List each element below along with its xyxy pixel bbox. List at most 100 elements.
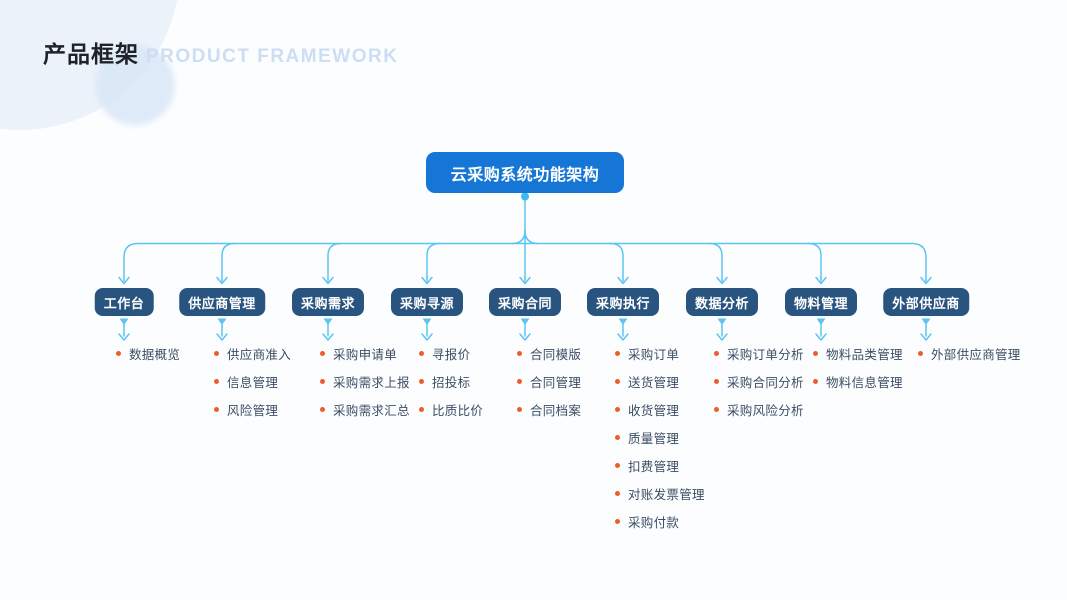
arrow-tail-icon [323, 318, 333, 325]
leaf-item: 风险管理 [214, 395, 291, 423]
arrowhead-icon [920, 276, 932, 285]
leaf-label: 采购合同分析 [727, 375, 804, 390]
leaf-item: 数据概览 [116, 339, 180, 367]
leaf-item: 寻报价 [419, 339, 483, 367]
branch-node-0: 工作台 [94, 288, 154, 316]
leaf-item: 供应商准入 [214, 339, 291, 367]
bullet-icon [320, 406, 325, 412]
leaf-item: 合同档案 [517, 395, 581, 423]
bullet-icon [813, 350, 818, 356]
leaf-item: 采购付款 [615, 507, 705, 535]
arrowhead-icon [519, 333, 531, 341]
leaf-label: 外部供应商管理 [931, 347, 1021, 362]
leaf-list-8: 外部供应商管理 [918, 339, 1021, 367]
arrowhead-icon [519, 276, 531, 285]
leaf-list-4: 合同模版合同管理合同档案 [517, 339, 581, 423]
root-anchor-dot-icon [521, 192, 529, 201]
branch-drop-line [426, 242, 441, 282]
leaf-item: 采购风险分析 [714, 395, 804, 423]
leaf-list-6: 采购订单分析采购合同分析采购风险分析 [714, 339, 804, 423]
arrow-tail-icon [921, 318, 931, 325]
root-fillet-right [524, 229, 539, 245]
arrow-tail-icon [816, 318, 826, 325]
leaf-item: 招投标 [419, 367, 483, 395]
bullet-icon [214, 406, 219, 412]
branch-node-3: 采购寻源 [390, 288, 464, 316]
arrow-tail-icon [717, 318, 727, 325]
branch-node-1: 供应商管理 [179, 288, 265, 316]
leaf-label: 采购需求上报 [333, 375, 410, 390]
leaf-list-1: 供应商准入信息管理风险管理 [214, 339, 291, 423]
leaf-item: 采购合同分析 [714, 367, 804, 395]
leaf-list-7: 物料品类管理物料信息管理 [813, 339, 903, 395]
branch-node-8: 外部供应商 [883, 288, 969, 316]
arrowhead-icon [815, 333, 827, 341]
leaf-label: 寻报价 [432, 347, 471, 362]
branch-node-5: 采购执行 [586, 288, 660, 316]
slide-header: 产品框架 PRODUCT FRAMEWORK [43, 35, 398, 69]
arrowhead-icon [216, 333, 228, 341]
bullet-icon [714, 350, 719, 356]
leaf-item: 物料品类管理 [813, 339, 903, 367]
bullet-icon [615, 350, 620, 356]
leaf-label: 物料品类管理 [826, 347, 903, 362]
leaf-item: 收货管理 [615, 395, 705, 423]
leaf-label: 招投标 [432, 375, 471, 390]
bullet-icon [615, 434, 620, 440]
leaf-list-0: 数据概览 [116, 339, 180, 367]
branch-drop-line [327, 242, 342, 282]
arrowhead-icon [617, 333, 629, 341]
branch-drop-line [708, 242, 723, 282]
arrow-tail-icon [520, 318, 530, 325]
bullet-icon [615, 518, 620, 524]
leaf-item: 采购需求汇总 [320, 395, 410, 423]
branch-node-6: 数据分析 [685, 288, 759, 316]
arrowhead-icon [322, 276, 334, 285]
leaf-label: 供应商准入 [227, 347, 292, 362]
arrowhead-icon [716, 276, 728, 285]
leaf-item: 对账发票管理 [615, 479, 705, 507]
bullet-icon [615, 406, 620, 412]
branch-drop-line [609, 242, 624, 282]
arrow-tail-icon [618, 318, 628, 325]
leaf-item: 扣费管理 [615, 451, 705, 479]
arrowhead-icon [118, 333, 130, 341]
leaf-label: 送货管理 [628, 375, 680, 390]
leaf-item: 采购需求上报 [320, 367, 410, 395]
page-title: 产品框架 [43, 41, 139, 67]
leaf-label: 风险管理 [227, 403, 279, 418]
leaf-label: 采购风险分析 [727, 403, 804, 418]
bullet-icon [615, 490, 620, 496]
background-circle-small [95, 45, 175, 125]
arrowhead-icon [322, 333, 334, 341]
leaf-item: 比质比价 [419, 395, 483, 423]
leaf-item: 质量管理 [615, 423, 705, 451]
arrowhead-icon [815, 276, 827, 285]
arrowhead-icon [421, 276, 433, 285]
bullet-icon [714, 378, 719, 384]
leaf-list-5: 采购订单送货管理收货管理质量管理扣费管理对账发票管理采购付款 [615, 339, 705, 535]
bullet-icon [918, 350, 923, 356]
leaf-label: 采购付款 [628, 515, 680, 530]
arrowhead-icon [920, 333, 932, 341]
page-subtitle-en: PRODUCT FRAMEWORK [146, 46, 399, 67]
leaf-label: 比质比价 [432, 403, 484, 418]
leaf-item: 信息管理 [214, 367, 291, 395]
leaf-item: 采购订单 [615, 339, 705, 367]
leaf-label: 质量管理 [628, 431, 680, 446]
leaf-label: 信息管理 [227, 375, 279, 390]
leaf-item: 送货管理 [615, 367, 705, 395]
bullet-icon [517, 406, 522, 412]
leaf-label: 收货管理 [628, 403, 680, 418]
leaf-label: 合同模版 [530, 347, 582, 362]
arrowhead-icon [118, 276, 130, 285]
arrowhead-icon [421, 333, 433, 341]
bullet-icon [214, 350, 219, 356]
branch-node-2: 采购需求 [291, 288, 365, 316]
bullet-icon [615, 378, 620, 384]
leaf-item: 合同管理 [517, 367, 581, 395]
branch-drop-line [221, 242, 236, 282]
leaf-label: 采购订单分析 [727, 347, 804, 362]
